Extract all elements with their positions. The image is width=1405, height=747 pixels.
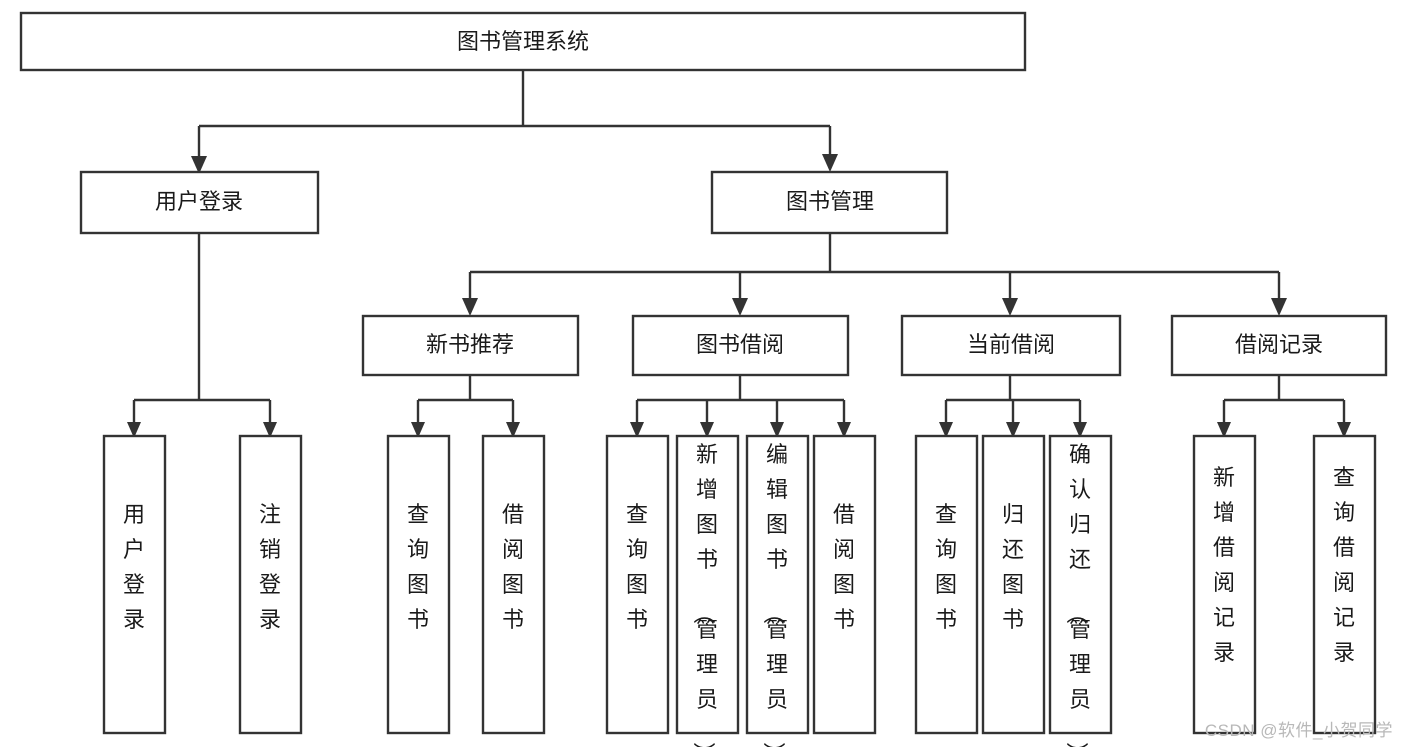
connector-layer	[132, 70, 1346, 424]
arrowhead-leaf-12	[1217, 422, 1231, 438]
node-borrow-record[interactable]: 借阅记录	[1170, 314, 1388, 377]
leaf-current-return-book[interactable]: 归还图书	[981, 434, 1046, 735]
node-new-book-recommend[interactable]: 新书推荐	[361, 314, 580, 377]
leaf-borrow-query-book-box[interactable]	[605, 434, 670, 735]
leaf-user-logout-label: 注销登录	[259, 502, 281, 632]
arrowhead-to-borrow-record	[1271, 298, 1287, 316]
arrowhead-leaf-10	[1006, 422, 1020, 438]
node-book-management-label: 图书管理	[786, 189, 874, 214]
arrowhead-leaf-11	[1073, 422, 1087, 438]
leaf-user-login-1-label: 用户登录	[123, 502, 145, 632]
node-book-management[interactable]: 图书管理	[710, 170, 949, 235]
csdn-watermark: CSDN @软件_小贺同学	[1204, 721, 1393, 740]
leaf-record-add-box[interactable]	[1192, 434, 1257, 735]
node-book-management-box[interactable]	[710, 170, 949, 235]
leaf-new-query-book-label: 查询图书	[407, 502, 429, 632]
leaf-record-query[interactable]: 查询借阅记录	[1312, 434, 1377, 735]
leaf-current-confirm-return-label: 确认归还（管理员）	[1064, 442, 1091, 747]
leaf-record-add[interactable]: 新增借阅记录	[1192, 434, 1257, 735]
arrowhead-leaf-6	[700, 422, 714, 438]
arrowhead-leaf-5	[630, 422, 644, 438]
node-book-borrow-box[interactable]	[631, 314, 850, 377]
arrowhead-leaf-3	[411, 422, 425, 438]
leaf-current-confirm-return[interactable]: 确认归还（管理员）	[1048, 434, 1113, 747]
arrowhead-leaf-13	[1337, 422, 1351, 438]
leaf-current-confirm-return-box[interactable]	[1048, 434, 1113, 735]
leaf-new-borrow-book-label: 借阅图书	[502, 502, 524, 632]
leaf-new-borrow-book[interactable]: 借阅图书	[481, 434, 546, 735]
arrowhead-leaf-4	[506, 422, 520, 438]
leaf-new-query-book-box[interactable]	[386, 434, 451, 735]
arrowhead-layer	[127, 154, 1351, 438]
node-user-login[interactable]: 用户登录	[79, 170, 320, 235]
arrowhead-leaf-7	[770, 422, 784, 438]
node-borrow-record-box[interactable]	[1170, 314, 1388, 377]
arrowhead-to-current-borrow	[1002, 298, 1018, 316]
node-current-borrow-box[interactable]	[900, 314, 1122, 377]
node-new-book-recommend-label: 新书推荐	[426, 332, 514, 357]
leaf-new-query-book[interactable]: 查询图书	[386, 434, 451, 735]
leaf-record-query-box[interactable]	[1312, 434, 1377, 735]
leaf-borrow-edit-book[interactable]: 编辑图书（管理员）	[745, 434, 810, 747]
leaf-current-query-book-box[interactable]	[914, 434, 979, 735]
leaf-record-query-label: 查询借阅记录	[1333, 465, 1355, 665]
node-borrow-record-label: 借阅记录	[1235, 332, 1323, 357]
node-book-borrow-label: 图书借阅	[696, 332, 784, 357]
arrowhead-to-user-login	[191, 156, 207, 174]
node-current-borrow-label: 当前借阅	[967, 332, 1055, 357]
leaf-borrow-borrow-book-label: 借阅图书	[833, 502, 855, 632]
node-user-login-box[interactable]	[79, 170, 320, 235]
node-new-book-recommend-box[interactable]	[361, 314, 580, 377]
leaf-current-query-book-label: 查询图书	[935, 502, 957, 632]
leaf-borrow-edit-book-label: 编辑图书（管理员）	[761, 442, 788, 747]
leaf-user-login-1-box[interactable]	[102, 434, 167, 735]
arrowhead-leaf-2	[263, 422, 277, 438]
arrowhead-leaf-9	[939, 422, 953, 438]
leaf-new-borrow-book-box[interactable]	[481, 434, 546, 735]
leaf-user-logout-box[interactable]	[238, 434, 303, 735]
leaf-current-query-book[interactable]: 查询图书	[914, 434, 979, 735]
node-book-borrow[interactable]: 图书借阅	[631, 314, 850, 377]
node-root-system-box[interactable]	[19, 11, 1027, 72]
leaf-borrow-query-book-label: 查询图书	[626, 502, 648, 632]
leaf-borrow-borrow-book[interactable]: 借阅图书	[812, 434, 877, 735]
arrowhead-to-book-borrow	[732, 298, 748, 316]
leaf-record-add-label: 新增借阅记录	[1213, 465, 1235, 665]
arrowhead-leaf-8	[837, 422, 851, 438]
leaf-borrow-add-book[interactable]: 新增图书（管理员）	[675, 434, 740, 747]
node-root-system[interactable]: 图书管理系统	[19, 11, 1027, 72]
arrowhead-to-new-book	[462, 298, 478, 316]
leaf-current-return-book-label: 归还图书	[1002, 502, 1024, 632]
node-current-borrow[interactable]: 当前借阅	[900, 314, 1122, 377]
leaf-user-login-1[interactable]: 用户登录	[102, 434, 167, 735]
leaf-current-return-book-box[interactable]	[981, 434, 1046, 735]
node-user-login-label: 用户登录	[155, 189, 243, 214]
arrowhead-to-book-mgmt	[822, 154, 838, 172]
node-root-system-label: 图书管理系统	[457, 29, 589, 54]
leaf-borrow-borrow-book-box[interactable]	[812, 434, 877, 735]
leaf-borrow-query-book[interactable]: 查询图书	[605, 434, 670, 735]
leaf-borrow-edit-book-box[interactable]	[745, 434, 810, 735]
leaf-user-logout[interactable]: 注销登录	[238, 434, 303, 735]
leaf-borrow-add-book-box[interactable]	[675, 434, 740, 735]
arrowhead-leaf-1	[127, 422, 141, 438]
leaf-borrow-add-book-label: 新增图书（管理员）	[691, 442, 718, 747]
